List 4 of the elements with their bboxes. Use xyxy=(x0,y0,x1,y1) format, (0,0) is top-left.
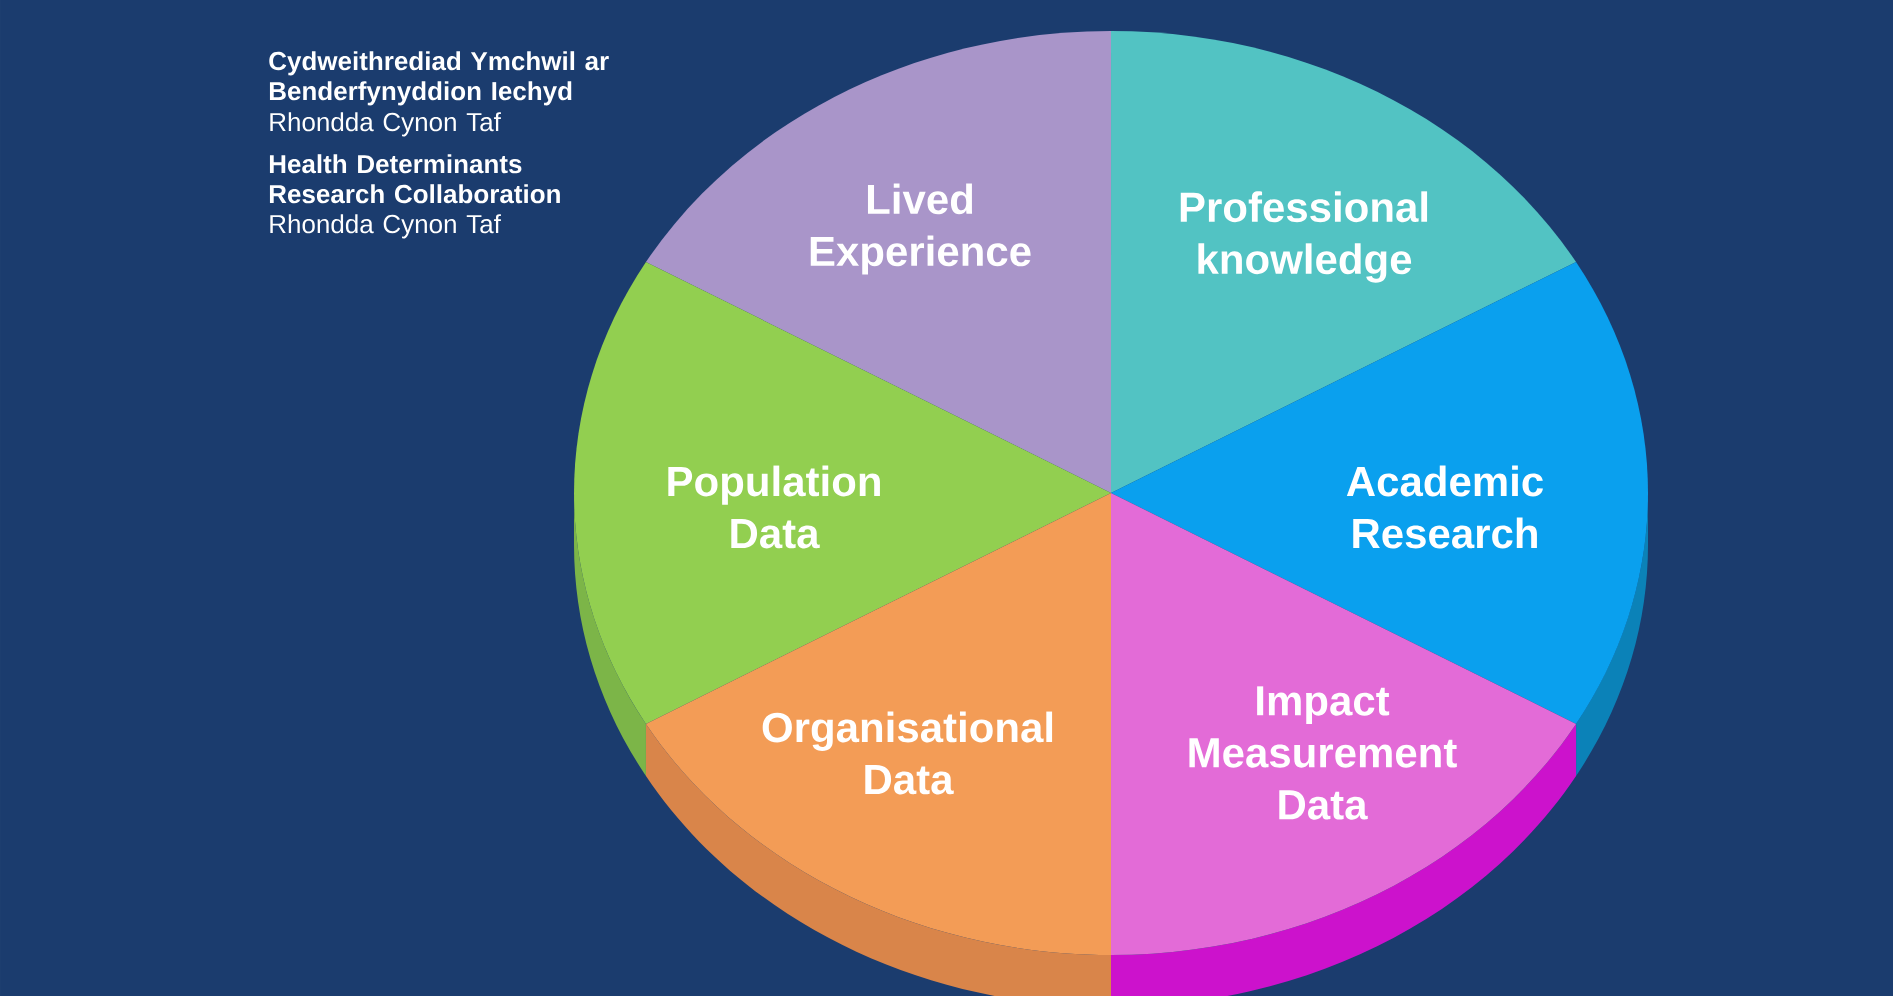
heading-text: Rhondda Cynon Taf xyxy=(270,112,501,137)
heading-text: Cydweithrediad Ymchwil ar Benderfynyddion Iechyd xyxy=(269,51,609,106)
heading-text: Rhondda Cynon Taf xyxy=(270,214,501,239)
heading-text: Health Determinants Research Collaboration xyxy=(269,154,560,204)
